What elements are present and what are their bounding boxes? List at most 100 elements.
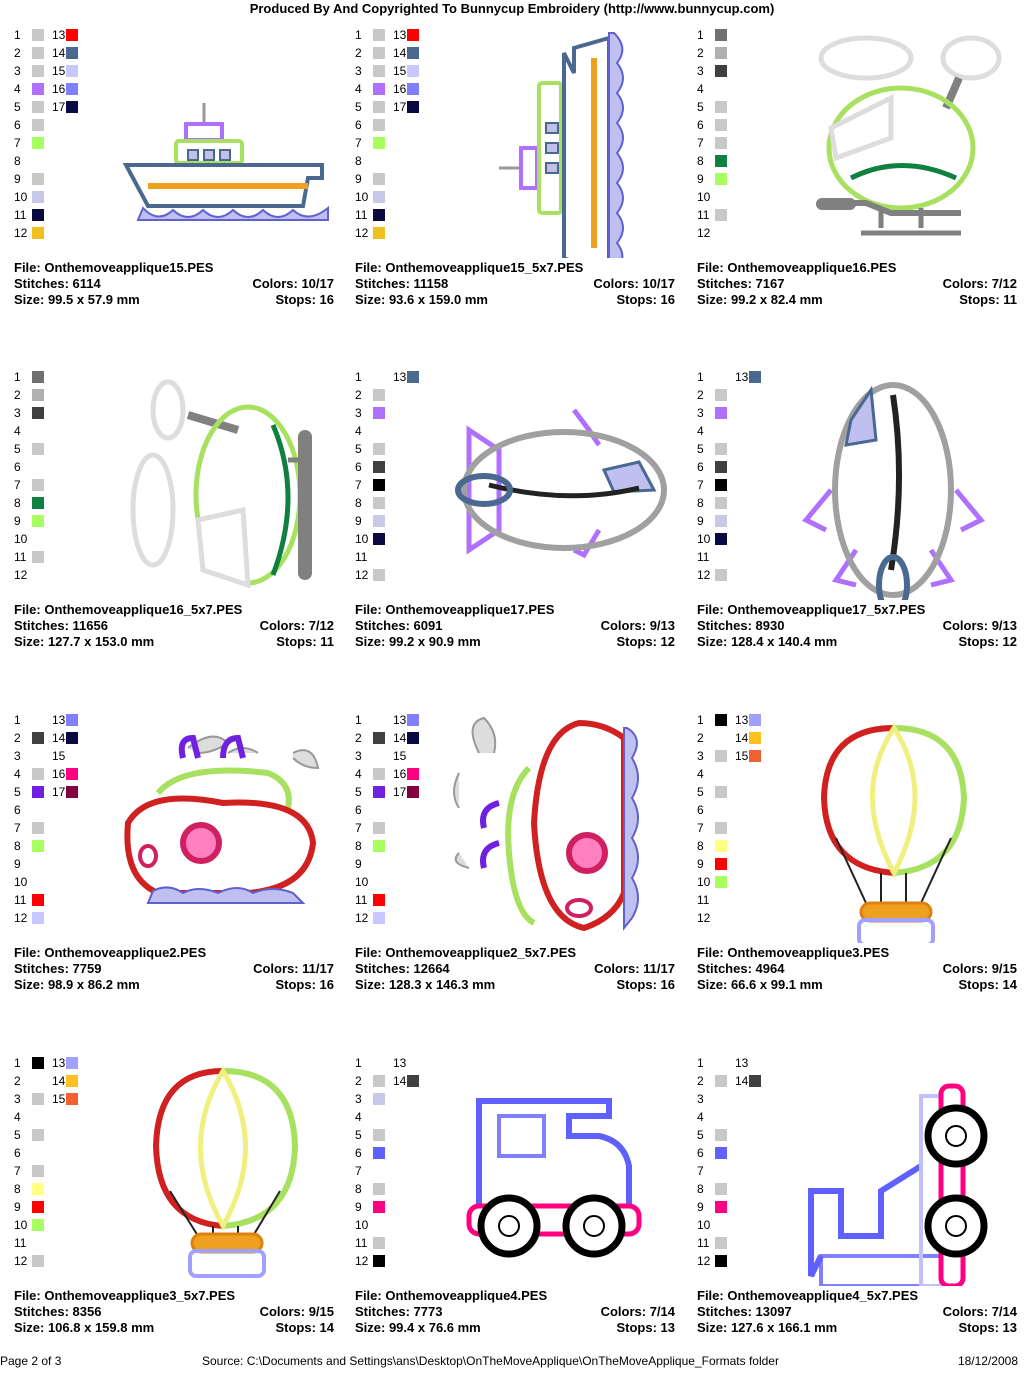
color-count: Colors: 11/17 <box>594 961 675 976</box>
file-name: File: Onthemoveapplique17.PES <box>355 602 555 617</box>
page-header: Produced By And Copyrighted To Bunnycup … <box>249 1 775 16</box>
color-swatch <box>373 407 385 419</box>
color-swatch <box>715 876 727 888</box>
color-count: Colors: 7/14 <box>942 1304 1017 1319</box>
color-swatch <box>715 479 727 491</box>
stop-count: Stops: 11 <box>276 634 334 649</box>
color-swatch <box>373 1237 385 1249</box>
color-count: Colors: 10/17 <box>593 276 675 291</box>
color-swatch <box>715 533 727 545</box>
color-swatch <box>32 912 44 924</box>
stitch-count: Stitches: 7773 <box>355 1304 443 1319</box>
design-size: Size: 99.2 x 82.4 mm <box>697 292 823 307</box>
color-swatch <box>715 786 727 798</box>
color-swatch <box>373 894 385 906</box>
stop-count: Stops: 16 <box>275 977 334 992</box>
color-swatch <box>373 47 385 59</box>
color-swatch <box>32 786 44 798</box>
design-preview <box>439 370 679 600</box>
design-size: Size: 127.7 x 153.0 mm <box>14 634 155 649</box>
color-swatch <box>32 47 44 59</box>
color-swatch <box>373 1147 385 1159</box>
design-size: Size: 127.6 x 166.1 mm <box>697 1320 838 1335</box>
color-swatch <box>32 65 44 77</box>
color-swatch <box>66 83 78 95</box>
color-swatch <box>373 461 385 473</box>
design-preview <box>98 713 338 943</box>
stop-count: Stops: 14 <box>958 977 1017 992</box>
color-swatch <box>32 101 44 113</box>
color-swatch <box>407 371 419 383</box>
color-swatch <box>407 1075 419 1087</box>
color-swatch <box>715 1255 727 1267</box>
file-name: File: Onthemoveapplique3_5x7.PES <box>14 1288 236 1303</box>
color-swatch <box>32 29 44 41</box>
color-swatch <box>32 137 44 149</box>
file-name: File: Onthemoveapplique4.PES <box>355 1288 548 1303</box>
color-swatch <box>715 173 727 185</box>
color-swatch <box>32 840 44 852</box>
color-swatch <box>32 119 44 131</box>
color-count: Colors: 7/14 <box>600 1304 675 1319</box>
stitch-count: Stitches: 6091 <box>355 618 443 633</box>
color-swatch <box>715 1183 727 1195</box>
stop-count: Stops: 11 <box>959 292 1017 307</box>
stop-count: Stops: 16 <box>616 977 675 992</box>
color-swatch <box>715 389 727 401</box>
design-size: Size: 99.2 x 90.9 mm <box>355 634 481 649</box>
color-swatch <box>373 443 385 455</box>
color-swatch <box>32 1093 44 1105</box>
color-swatch <box>373 173 385 185</box>
stop-count: Stops: 16 <box>275 292 334 307</box>
page-footer: Page 2 of 3 Source: C:\Documents and Set… <box>0 1354 1024 1370</box>
color-swatch <box>715 29 727 41</box>
design-preview <box>781 713 1021 947</box>
color-count: Colors: 9/15 <box>259 1304 334 1319</box>
color-count: Colors: 7/12 <box>259 618 334 633</box>
color-swatch <box>373 1093 385 1105</box>
color-count: Colors: 11/17 <box>253 961 334 976</box>
color-swatch <box>407 29 419 41</box>
color-swatch <box>66 1075 78 1087</box>
color-swatch <box>32 1165 44 1177</box>
design-preview <box>781 370 1021 616</box>
stitch-count: Stitches: 11158 <box>355 276 449 291</box>
file-name: File: Onthemoveapplique2.PES <box>14 945 207 960</box>
color-swatch <box>32 209 44 221</box>
color-swatch <box>715 47 727 59</box>
color-swatch <box>373 1255 385 1267</box>
color-swatch <box>373 119 385 131</box>
color-count: Colors: 9/15 <box>942 961 1017 976</box>
color-swatch <box>715 407 727 419</box>
stitch-count: Stitches: 11656 <box>14 618 108 633</box>
file-name: File: Onthemoveapplique17_5x7.PES <box>697 602 926 617</box>
color-swatch <box>32 1183 44 1195</box>
stitch-count: Stitches: 7167 <box>697 276 785 291</box>
stop-count: Stops: 13 <box>616 1320 675 1335</box>
stitch-count: Stitches: 4964 <box>697 961 785 976</box>
design-preview <box>98 370 338 600</box>
color-swatch <box>373 786 385 798</box>
color-swatch <box>373 389 385 401</box>
color-swatch <box>373 191 385 203</box>
color-swatch <box>32 768 44 780</box>
color-swatch <box>373 822 385 834</box>
